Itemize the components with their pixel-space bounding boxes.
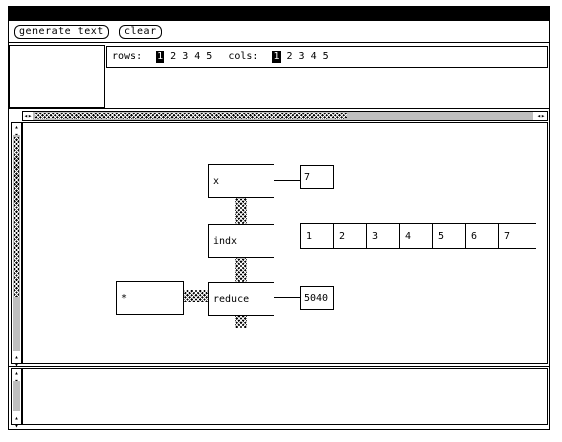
- array-cell: 2: [334, 224, 367, 248]
- node-x[interactable]: x: [208, 164, 274, 198]
- cols-option-5[interactable]: 5: [322, 51, 329, 62]
- bottom-scroll-up-arrow-icon[interactable]: ▴▾: [14, 369, 19, 385]
- bottom-vertical-scrollbar[interactable]: ▴▾ ▴▾: [11, 368, 22, 430]
- cols-option-3[interactable]: 3: [298, 51, 305, 62]
- scroll-down-arrow-icon[interactable]: ▴▾: [14, 353, 19, 369]
- toolbar: [9, 21, 549, 43]
- cols-option-4[interactable]: 4: [310, 51, 317, 62]
- rows-option-2[interactable]: 2: [170, 51, 177, 62]
- window-frame: [8, 20, 550, 430]
- rows-option-1[interactable]: 1: [156, 51, 165, 63]
- node-star[interactable]: *: [116, 281, 184, 315]
- bottom-scroll-down-arrow-icon[interactable]: ▴▾: [14, 414, 19, 430]
- vertical-scrollbar-thumb[interactable]: [14, 137, 19, 297]
- pipe-reduce-out: [235, 314, 247, 328]
- window-titlebar: [8, 6, 550, 20]
- cols-option-1[interactable]: 1: [272, 51, 281, 63]
- scroll-up-arrow-icon[interactable]: ▴▾: [14, 123, 19, 139]
- scroll-right-arrow-icon[interactable]: ◂▸: [536, 112, 546, 120]
- rows-label: rows:: [112, 51, 143, 62]
- bottom-panel-divider: [9, 366, 549, 367]
- pipe-x-to-indx: [235, 198, 247, 226]
- text-output-area[interactable]: [22, 368, 548, 425]
- rows-option-4[interactable]: 4: [194, 51, 201, 62]
- pipe-star-to-reduce: [183, 290, 209, 302]
- array-cell: 3: [367, 224, 400, 248]
- preview-box[interactable]: [9, 45, 105, 108]
- line-reduce-to-value: [274, 297, 300, 298]
- diagram-canvas[interactable]: [22, 122, 548, 364]
- node-indx[interactable]: indx: [208, 224, 274, 258]
- rows-option-5[interactable]: 5: [206, 51, 213, 62]
- cols-label: cols:: [228, 51, 259, 62]
- horizontal-scrollbar[interactable]: ◂▸ ◂▸: [22, 111, 548, 121]
- node-reduce[interactable]: reduce: [208, 282, 274, 316]
- scrollbar-thumb[interactable]: [35, 113, 347, 119]
- array-cell: 6: [466, 224, 499, 248]
- vertical-scrollbar[interactable]: ▴▾ ▴▾: [11, 122, 22, 369]
- pipe-indx-to-reduce: [235, 256, 247, 284]
- array-cell: 7: [504, 231, 511, 242]
- rows-option-3[interactable]: 3: [182, 51, 189, 62]
- cols-option-2[interactable]: 2: [286, 51, 293, 62]
- scroll-left-arrow-icon[interactable]: ◂▸: [23, 112, 33, 120]
- value-box-x: 7: [300, 165, 334, 189]
- value-box-reduce: 5040: [300, 286, 334, 310]
- array-cell: 5: [433, 224, 466, 248]
- clear-button[interactable]: clear: [119, 25, 162, 39]
- line-x-to-value: [274, 180, 300, 181]
- generate-text-button[interactable]: generate text: [14, 25, 109, 39]
- array-cell: 1: [301, 224, 334, 248]
- bottom-scrollbar-track[interactable]: [13, 381, 20, 411]
- top-panel-divider: [9, 108, 549, 109]
- array-cell: 4: [400, 224, 433, 248]
